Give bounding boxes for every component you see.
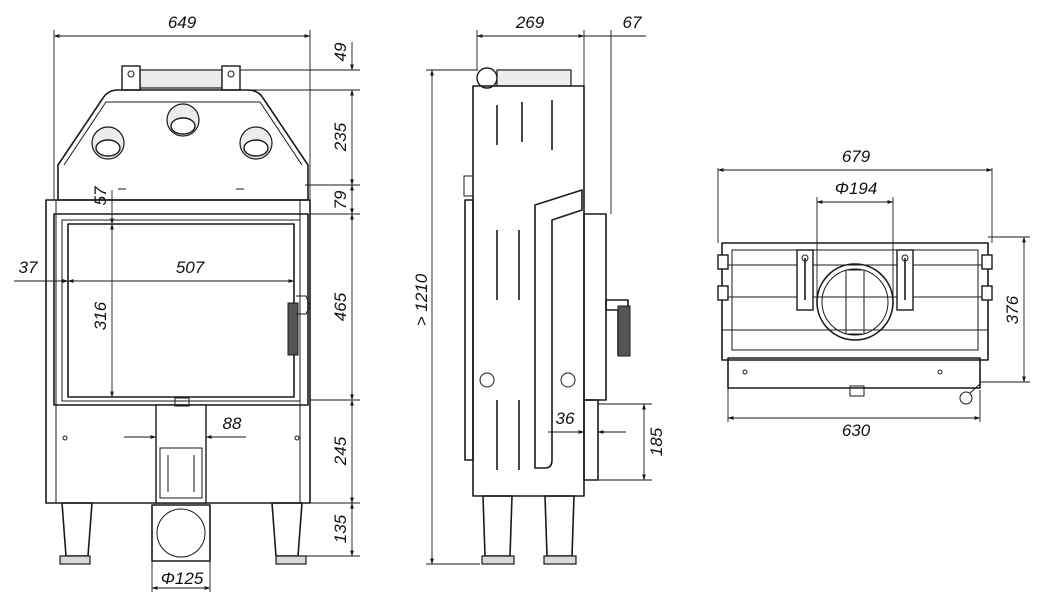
- side-handle-grip-icon: [617, 305, 631, 357]
- upper-body-edge: [63, 101, 303, 166]
- top-front-plate: [727, 357, 981, 389]
- top-screw-icon: [742, 369, 748, 375]
- side-view: 269 67 > 1210 36 185: [412, 13, 666, 565]
- dim-top-base-width: 630: [842, 421, 871, 440]
- side-lower-step: [583, 399, 599, 481]
- flue-circle-icon: [816, 263, 894, 341]
- outlet-right-inner: [243, 139, 269, 157]
- flue-collar: [139, 69, 223, 89]
- dim-top-depth: 376: [1003, 295, 1022, 324]
- front-view: 649 49 235 79 465 245 135 57 316 507 37 …: [14, 13, 360, 592]
- top-view: 679 Φ194 376 630: [717, 147, 1030, 440]
- top-bottom-tab: [849, 385, 865, 397]
- dim-front-air-inlet-width: 88: [223, 414, 242, 433]
- flue-damper: [845, 269, 865, 335]
- top-bracket: [981, 285, 993, 301]
- dim-front-overall-width: 649: [168, 13, 197, 32]
- side-collar: [496, 69, 572, 87]
- dim-front-leg-height: 135: [331, 514, 350, 543]
- air-channel-inner: [159, 447, 203, 499]
- slot-hole-icon: [801, 254, 809, 262]
- dim-front-left-offset: 37: [19, 258, 38, 277]
- side-tab: [463, 175, 474, 197]
- top-outline: [721, 242, 989, 361]
- side-leg-left: [482, 495, 513, 557]
- dim-top-overall-width: 679: [842, 147, 871, 166]
- air-channel-cap: [174, 397, 190, 407]
- screw-icon: [294, 435, 300, 441]
- top-knob-arm: [969, 383, 981, 394]
- dim-side-depth: 269: [515, 13, 545, 32]
- left-leg: [61, 502, 93, 557]
- dim-front-lower-section: 245: [331, 436, 350, 466]
- bracket-hole-icon: [227, 70, 235, 78]
- side-foot-left: [481, 555, 515, 565]
- door-handle-icon: [287, 302, 299, 356]
- slot-hole-icon: [901, 254, 909, 262]
- handle-hinge: [296, 295, 311, 315]
- left-foot: [59, 555, 91, 565]
- side-body: [472, 85, 585, 497]
- top-screw-icon: [937, 369, 943, 375]
- screw-icon: [62, 435, 68, 441]
- top-bracket: [981, 254, 993, 270]
- side-front-plate: [464, 199, 474, 461]
- side-inner-panel: [534, 189, 583, 469]
- air-inlet-pipe: [151, 504, 211, 562]
- dim-front-door-gap: 79: [331, 190, 350, 209]
- side-screw-icon: [479, 372, 495, 388]
- right-leg: [271, 502, 303, 557]
- dim-front-glass-height: 316: [91, 301, 110, 330]
- side-foot-right: [543, 555, 577, 565]
- air-channel: [155, 404, 207, 504]
- dim-side-handle-projection: 67: [623, 13, 642, 32]
- outlet-center-inner: [170, 117, 196, 135]
- bracket-hole-icon: [127, 70, 135, 78]
- air-inlet-circle-icon: [156, 508, 206, 558]
- right-bracket: [221, 65, 241, 91]
- dim-side-door-step: 36: [556, 409, 575, 428]
- top-pipe-icon: [476, 67, 498, 89]
- flue-inner-circle: [821, 268, 889, 336]
- side-leg-right: [544, 495, 575, 557]
- dim-front-glass-width: 507: [176, 258, 205, 277]
- dim-front-glass-top-offset: 57: [91, 186, 110, 205]
- dim-side-step-height: 185: [647, 427, 666, 456]
- dim-front-upper-section: 235: [331, 122, 350, 152]
- dim-front-door-height: 465: [331, 292, 350, 321]
- dim-top-flue-diameter: Φ194: [835, 179, 878, 198]
- top-inner: [731, 249, 979, 351]
- left-bracket: [121, 65, 141, 91]
- side-screw-icon: [560, 372, 576, 388]
- door-inner-frame: [61, 219, 301, 402]
- top-knob-icon: [959, 391, 973, 405]
- dim-side-total-height: > 1210: [412, 273, 431, 326]
- dim-front-top-collar: 49: [331, 42, 350, 61]
- top-bracket: [717, 254, 729, 270]
- side-door: [583, 213, 607, 401]
- top-bracket: [717, 285, 729, 301]
- dim-front-air-inlet-diameter: Φ125: [161, 569, 204, 588]
- right-foot: [275, 555, 307, 565]
- outlet-left-inner: [95, 139, 121, 157]
